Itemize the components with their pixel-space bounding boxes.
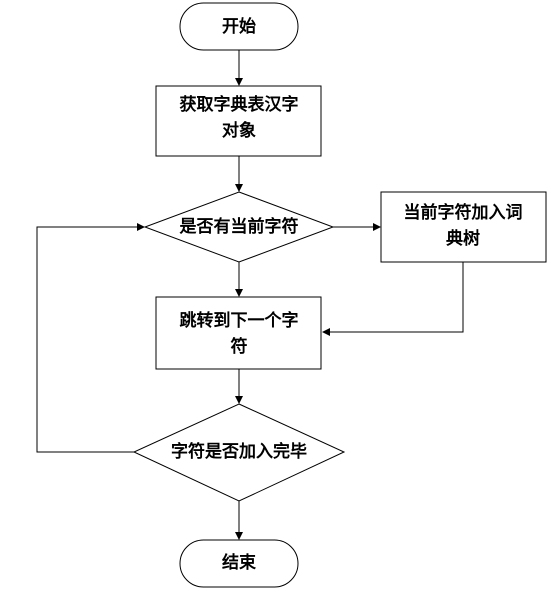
all-added-label: 字符是否加入完毕 [171, 441, 307, 462]
arrowhead-get-dict [235, 78, 243, 86]
arrowhead-end [235, 532, 243, 540]
node-end: 结束 [179, 539, 299, 588]
arrowhead-all-added-top [235, 396, 243, 404]
node-add-to-tree: 当前字符加入词 典树 [380, 191, 547, 263]
arrowhead-has-char-left [137, 223, 145, 231]
node-all-added: 字符是否加入完毕 [132, 403, 346, 502]
get-dict-label-line1: 获取字典表汉字 [180, 94, 299, 115]
arrowhead-has-char-top [235, 184, 243, 192]
add-to-tree-label-line1: 当前字符加入词 [404, 202, 523, 223]
add-to-tree-process [380, 191, 547, 263]
node-get-dict: 获取字典表汉字 对象 [155, 85, 322, 157]
next-char-label-line1: 跳转到下一个字 [180, 310, 299, 331]
all-added-decision [132, 403, 346, 502]
node-start: 开始 [179, 2, 299, 51]
get-dict-label-line2: 对象 [222, 120, 256, 141]
start-label: 开始 [222, 16, 256, 37]
edge-add-tree-to-next-char [330, 262, 464, 333]
get-dict-process [155, 85, 322, 157]
add-to-tree-label-line2: 典树 [446, 228, 480, 249]
has-char-label: 是否有当前字符 [180, 216, 299, 237]
start-terminal [179, 2, 299, 51]
arrowhead-add-tree [373, 223, 381, 231]
edge-loop-back-to-has-char [36, 226, 137, 453]
end-label: 结束 [222, 552, 256, 573]
next-char-process [155, 296, 322, 370]
arrowhead-next-char-right [322, 328, 330, 336]
node-has-char: 是否有当前字符 [143, 191, 335, 263]
node-next-char: 跳转到下一个字 符 [155, 296, 322, 370]
end-terminal [179, 539, 299, 588]
next-char-label-line2: 符 [231, 336, 248, 357]
has-char-decision [143, 191, 335, 263]
edges [36, 50, 464, 540]
arrowhead-next-char-top [235, 289, 243, 297]
